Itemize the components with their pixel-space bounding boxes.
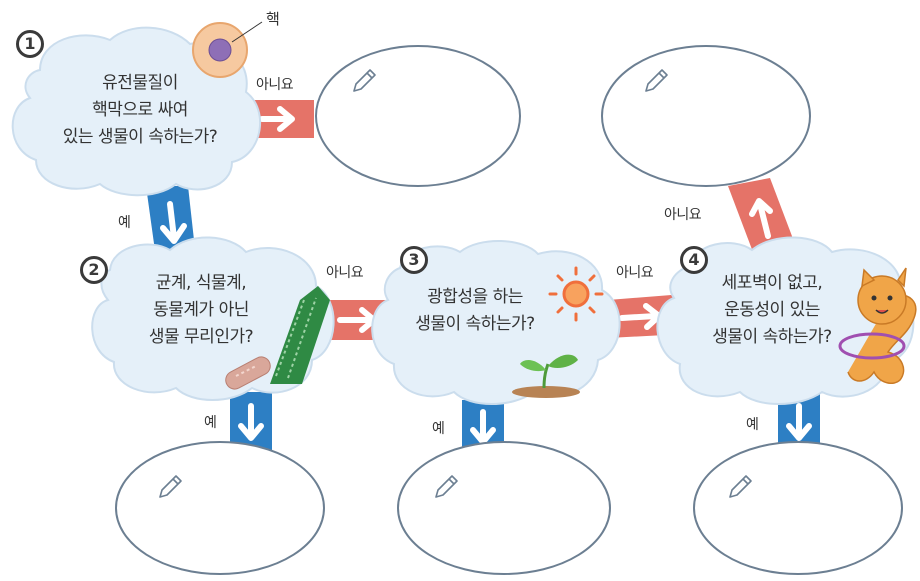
question-2-line: 동물계가 아닌 [153, 300, 249, 320]
step-badge-1: 1 [16, 30, 44, 58]
q1-no-label: 아니요 [256, 77, 294, 93]
q2-no-label: 아니요 [326, 265, 364, 281]
answer-box-q2-yes [115, 441, 325, 575]
sprout-illustration [512, 354, 580, 398]
q1-yes-label: 예 [118, 215, 131, 231]
answer-box-q4-yes [693, 441, 903, 575]
step-badge-3: 3 [400, 246, 428, 274]
microbe-illustration [225, 356, 271, 390]
hula-hoop-animal-illustration [838, 267, 917, 385]
question-4-line: 생물이 속하는가? [712, 327, 832, 347]
question-4-line: 운동성이 있는 [724, 300, 820, 320]
question-1-line: 핵막으로 싸여 [92, 100, 188, 120]
question-1-text: 유전물질이 핵막으로 싸여 있는 생물이 속하는가? [40, 70, 240, 151]
q3-yes-label: 예 [432, 421, 445, 437]
question-2-line: 균계, 식물계, [155, 273, 247, 293]
nucleus-label: 핵 [266, 10, 280, 28]
step-badge-4: 4 [680, 246, 708, 274]
question-4-line: 세포벽이 없고, [721, 273, 823, 293]
cell-nucleus-illustration [192, 21, 263, 78]
question-2-text: 균계, 식물계, 동물계가 아닌 생물 무리인가? [116, 270, 286, 351]
question-cloud-1 [11, 26, 261, 197]
answer-box-q1-no [315, 45, 521, 187]
question-cloud-2 [91, 236, 335, 401]
question-4-text: 세포벽이 없고, 운동성이 있는 생물이 속하는가? [692, 270, 852, 351]
q4-no-label: 아니요 [664, 207, 702, 223]
algae-illustration [270, 286, 330, 384]
pencil-icon [645, 69, 668, 92]
q4-yes-label: 예 [746, 417, 759, 433]
question-cloud-4 [656, 236, 915, 405]
q3-no-label: 아니요 [616, 265, 654, 281]
question-1-line: 유전물질이 [102, 73, 178, 93]
pencil-icon [353, 69, 376, 92]
question-3-line: 생물이 속하는가? [415, 314, 535, 334]
question-1-line: 있는 생물이 속하는가? [62, 127, 218, 147]
pencil-icon [435, 475, 458, 498]
step-badge-2: 2 [80, 256, 108, 284]
answer-box-q3-yes [397, 441, 611, 575]
question-2-line: 생물 무리인가? [148, 327, 254, 347]
q1-yes-arrow [146, 186, 196, 258]
question-3-line: 광합성을 하는 [427, 287, 523, 307]
q2-yes-label: 예 [204, 415, 217, 431]
answer-box-q4-no [601, 45, 811, 187]
pencil-icon [159, 475, 182, 498]
pencil-icon [729, 475, 752, 498]
question-3-text: 광합성을 하는 생물이 속하는가? [400, 284, 550, 338]
sun-illustration [548, 266, 604, 322]
